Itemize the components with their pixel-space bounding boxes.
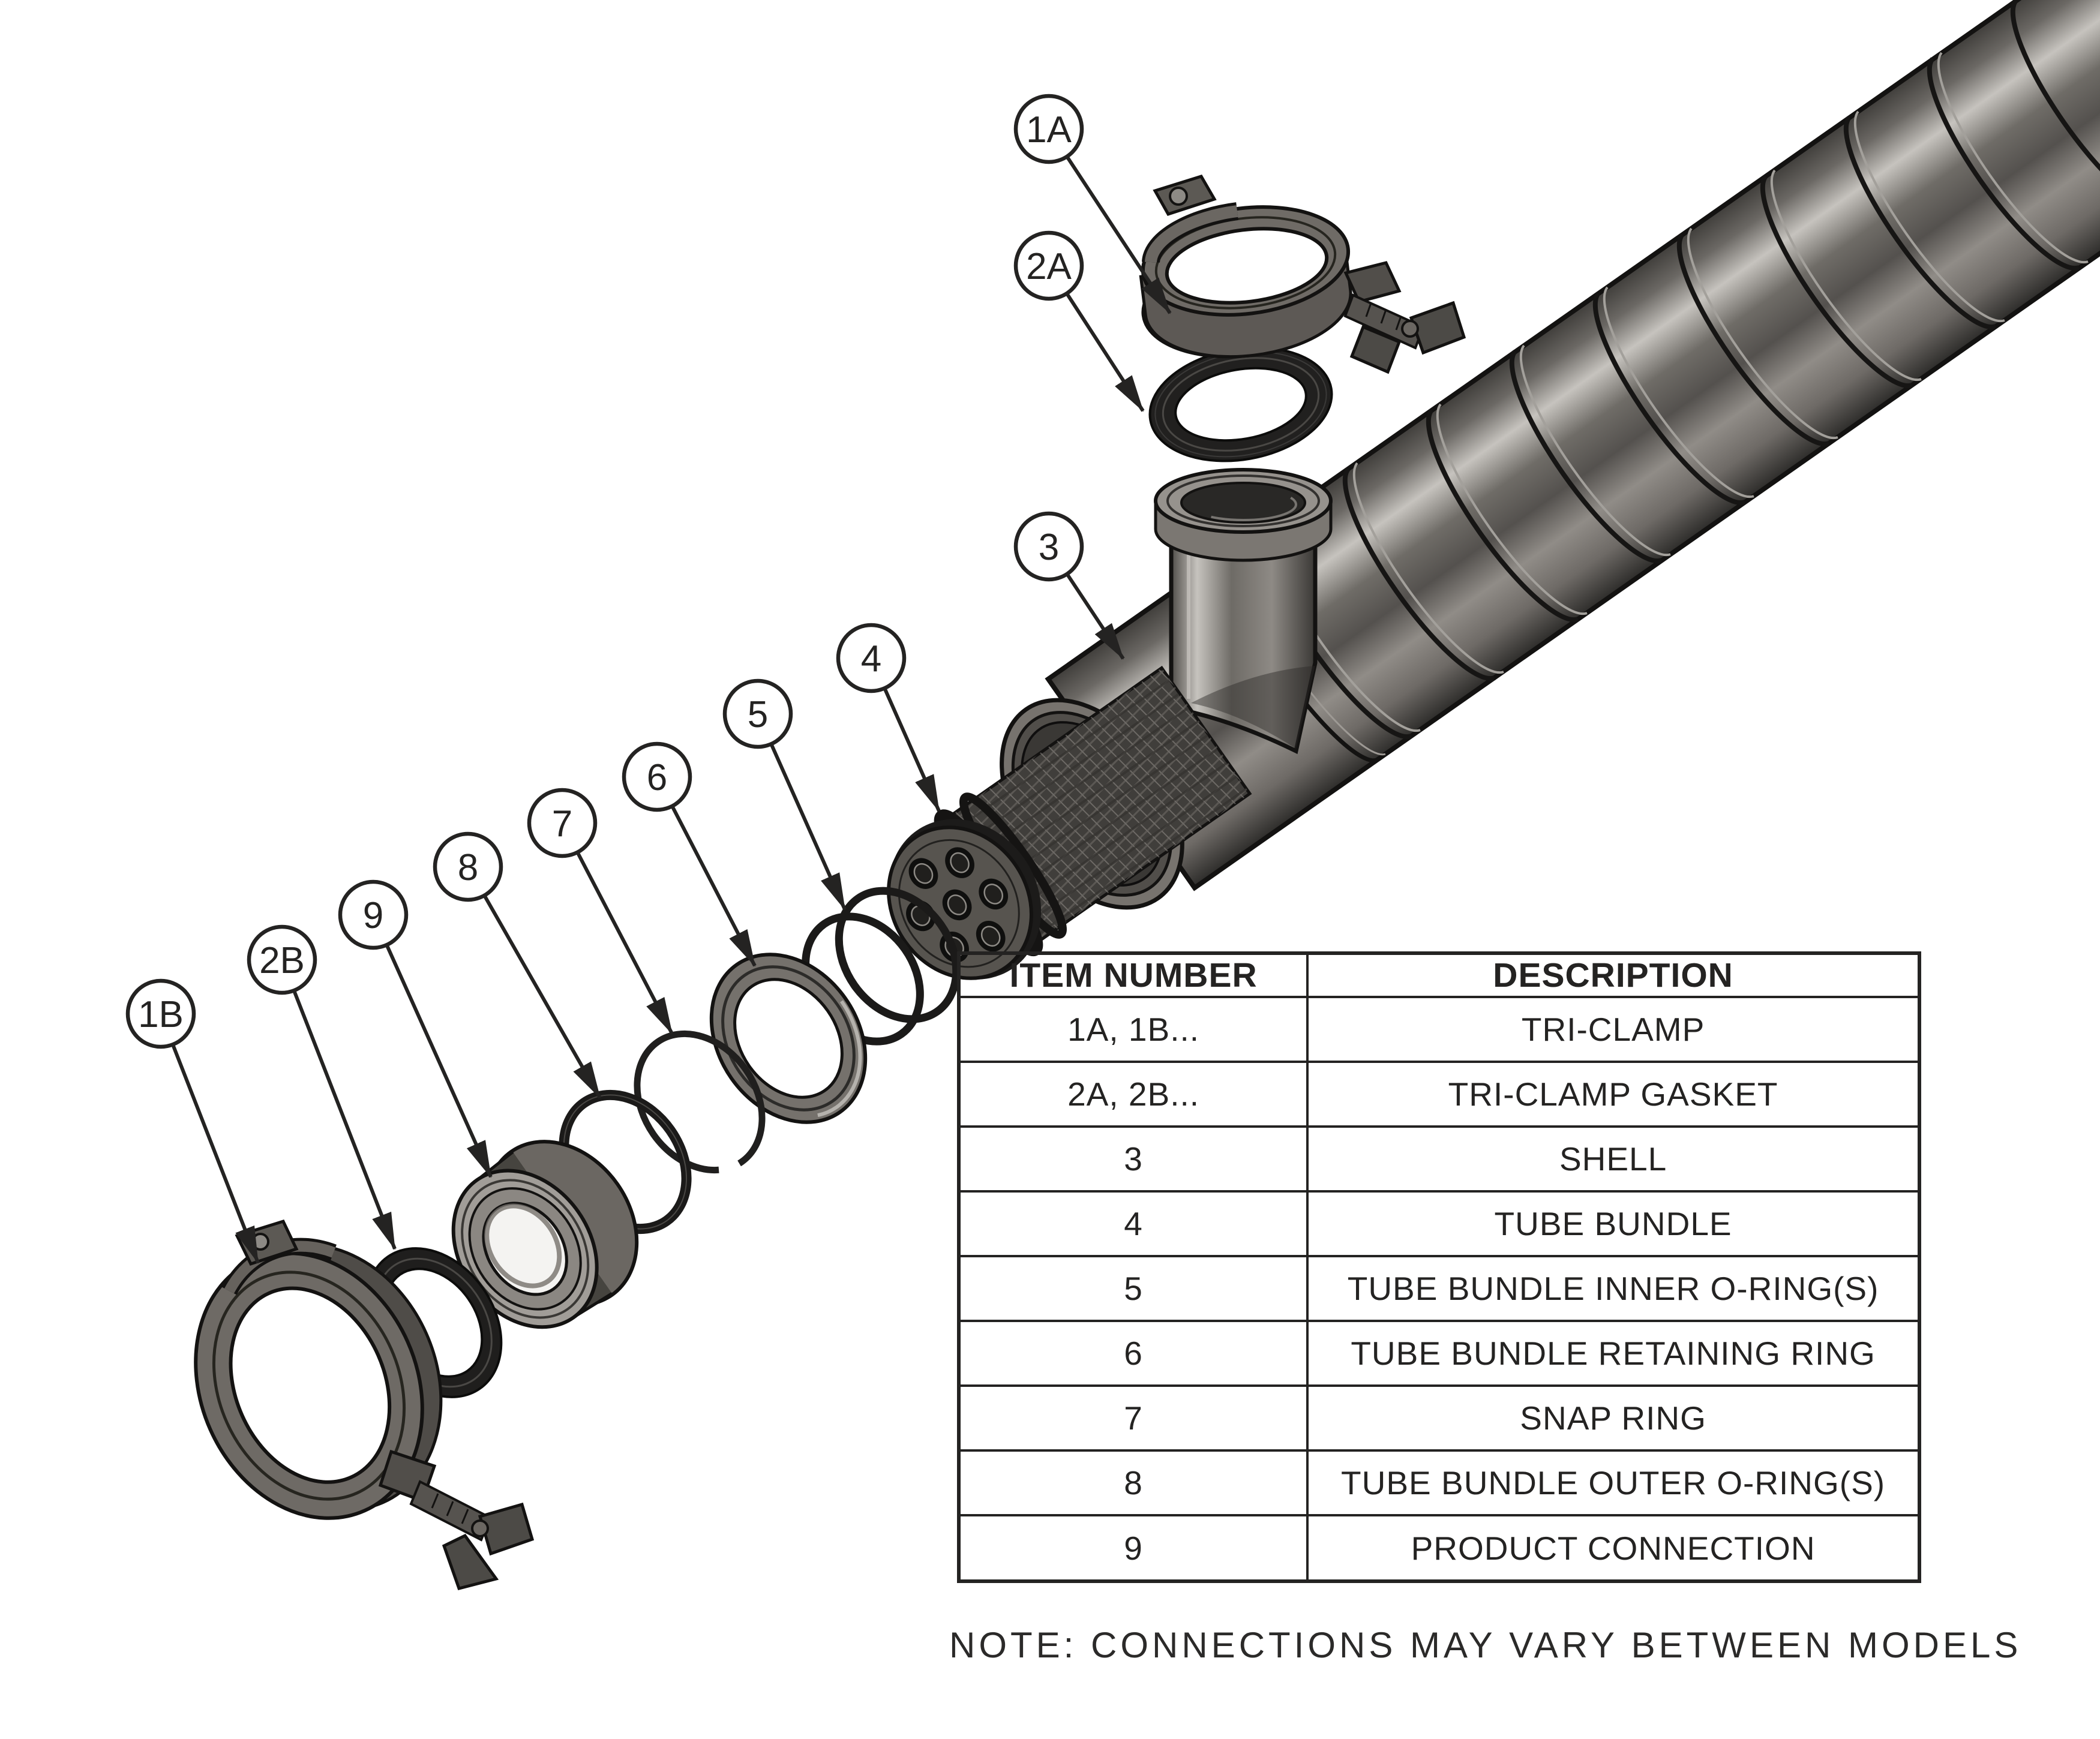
callout-balloon-2a: 2A: [1013, 230, 1084, 301]
table-row: 8 TUBE BUNDLE OUTER O-RING(S): [957, 1449, 1921, 1517]
svg-text:1A: 1A: [1026, 109, 1072, 151]
description-cell: TRI-CLAMP GASKET: [1306, 1061, 1921, 1128]
table-row: 6 TUBE BUNDLE RETAINING RING: [957, 1320, 1921, 1387]
description-cell: SNAP RING: [1306, 1384, 1921, 1452]
item-number-cell: 8: [957, 1449, 1309, 1517]
shell-spiral-wrap: [1259, 0, 2100, 740]
callout-balloon-7: 7: [527, 788, 598, 858]
col-header-item-number: ITEM NUMBER: [957, 952, 1309, 998]
item-number-cell: 9: [957, 1514, 1309, 1582]
table-row: 1A, 1B... TRI-CLAMP: [957, 995, 1921, 1064]
svg-text:1B: 1B: [138, 994, 184, 1035]
svg-text:9: 9: [363, 895, 383, 936]
description-cell: TUBE BUNDLE INNER O-RING(S): [1306, 1255, 1921, 1323]
item-number-cell: 7: [957, 1384, 1309, 1452]
callout-balloon-3: 3: [1013, 511, 1084, 582]
description-cell: SHELL: [1306, 1125, 1921, 1193]
item-number-cell: 2A, 2B...: [957, 1061, 1309, 1128]
tube-bundle: [887, 665, 1252, 980]
col-header-description: DESCRIPTION: [1306, 952, 1921, 998]
description-cell: TUBE BUNDLE OUTER O-RING(S): [1306, 1449, 1921, 1517]
note-text: NOTE: CONNECTIONS MAY VARY BETWEEN MODEL…: [949, 1625, 2022, 1665]
table-row: 2A, 2B... TRI-CLAMP GASKET: [957, 1061, 1921, 1128]
description-cell: TUBE BUNDLE RETAINING RING: [1306, 1320, 1921, 1387]
description-cell: TRI-CLAMP: [1306, 995, 1921, 1064]
callout-balloon-8: 8: [433, 831, 503, 902]
callout-balloon-4: 4: [836, 623, 907, 693]
description-cell: TUBE BUNDLE: [1306, 1190, 1921, 1258]
callout-balloon-2b: 2B: [247, 924, 317, 995]
description-cell: PRODUCT CONNECTION: [1306, 1514, 1921, 1582]
callout-balloon-5: 5: [722, 678, 793, 749]
tri-clamp-1b: [194, 1219, 535, 1590]
table-row: 3 SHELL: [957, 1125, 1921, 1193]
shell-port-ferrule: [1154, 468, 1333, 755]
svg-text:5: 5: [748, 694, 768, 735]
tri-clamp-1a: [1139, 175, 1466, 374]
callout-balloon-1b: 1B: [125, 978, 196, 1049]
table-row: 9 PRODUCT CONNECTION: [957, 1514, 1921, 1582]
table-row: 4 TUBE BUNDLE: [957, 1190, 1921, 1258]
svg-text:7: 7: [552, 803, 572, 845]
callout-balloon-1a: 1A: [1013, 94, 1084, 164]
item-number-cell: 3: [957, 1125, 1309, 1193]
snap-ring: [634, 1030, 766, 1174]
callout-balloon-6: 6: [622, 741, 692, 812]
svg-text:6: 6: [647, 757, 667, 798]
svg-text:2B: 2B: [259, 940, 305, 981]
product-connection: [451, 1140, 639, 1329]
table-row: 7 SNAP RING: [957, 1384, 1921, 1452]
item-number-cell: 5: [957, 1255, 1309, 1323]
tri-clamp-gasket-2a: [1148, 346, 1333, 462]
item-number-cell: 1A, 1B...: [957, 995, 1309, 1064]
svg-text:3: 3: [1039, 527, 1059, 568]
svg-text:2A: 2A: [1026, 246, 1072, 287]
callout-balloons: 1A 2A 3 4 5 6 7 8: [125, 94, 1084, 1049]
svg-text:4: 4: [861, 638, 881, 680]
callout-balloon-9: 9: [338, 879, 409, 950]
item-number-cell: 4: [957, 1190, 1309, 1258]
table-row: 5 TUBE BUNDLE INNER O-RING(S): [957, 1255, 1921, 1323]
parts-table: ITEM NUMBER DESCRIPTION 1A, 1B... TRI-CL…: [957, 951, 1921, 1583]
svg-text:8: 8: [458, 847, 478, 888]
table-header-row: ITEM NUMBER DESCRIPTION: [957, 952, 1921, 998]
item-number-cell: 6: [957, 1320, 1309, 1387]
